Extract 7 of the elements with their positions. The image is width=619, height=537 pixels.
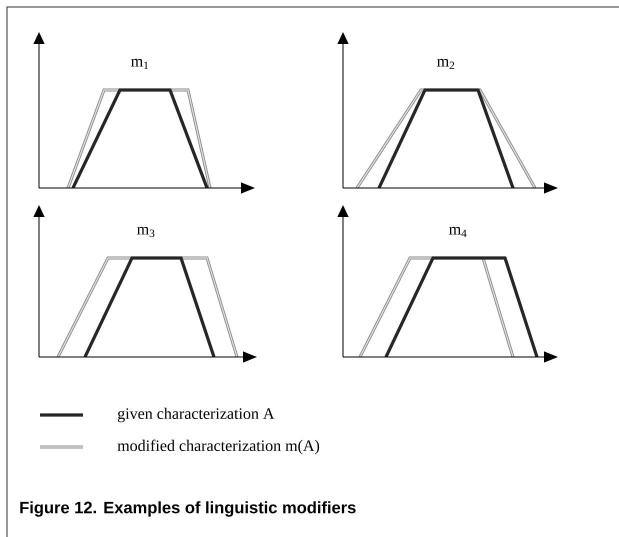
legend-text: modified characterization m(A): [118, 440, 320, 454]
curve-label: m$_{3}$: [137, 226, 154, 238]
curve-label: m$_{2}$: [437, 58, 454, 70]
curve-label: m$_{1}$: [131, 58, 148, 70]
curve-label: m$_{4}$: [449, 226, 467, 238]
figure-caption: Figure 12. Examples of linguistic modifiers: [20, 501, 356, 517]
legend-text: given characterization A: [118, 408, 274, 422]
